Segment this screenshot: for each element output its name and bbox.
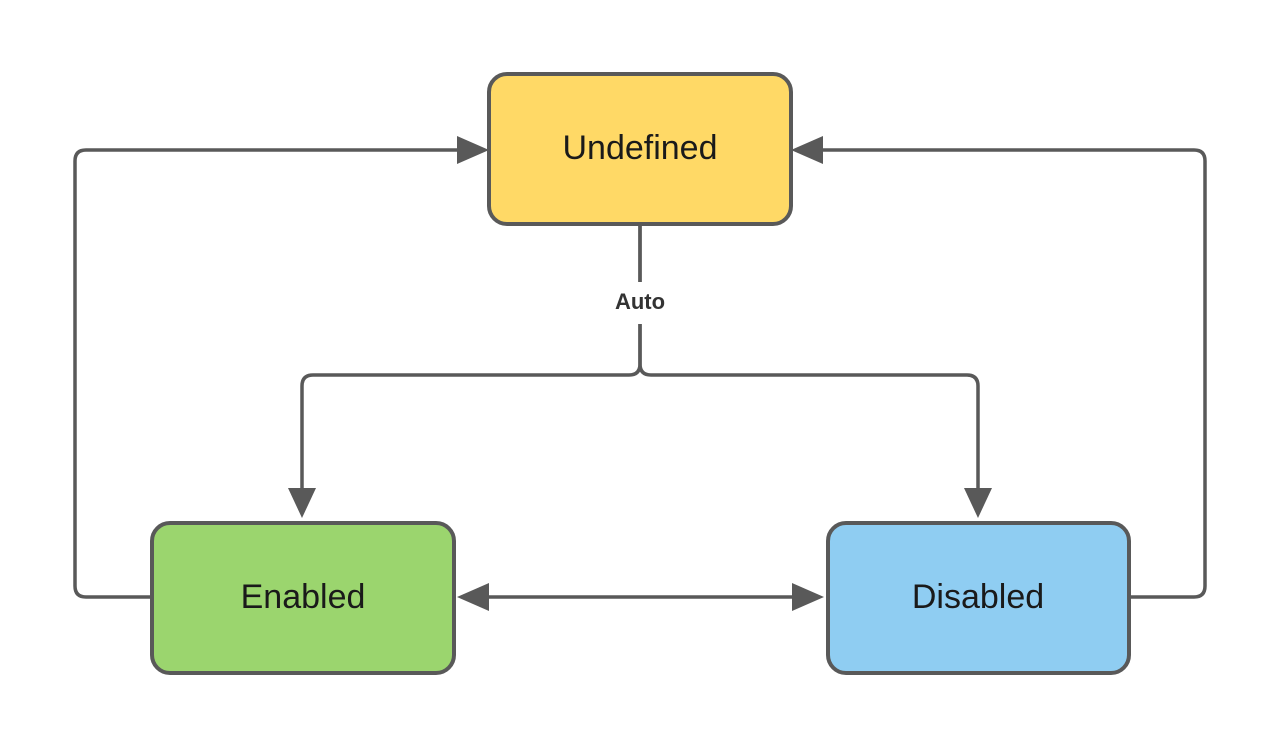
- edge-label-backdrop-auto: [592, 282, 688, 324]
- state-box-enabled[interactable]: [150, 521, 456, 675]
- edge-undefined-to-enabled: [300, 224, 642, 489]
- state-label-undefined: Undefined: [562, 129, 717, 167]
- state-node-enabled[interactable]: Enabled: [150, 521, 456, 675]
- arrowhead-into-enabled-right: [457, 583, 489, 611]
- arrowhead-into-enabled: [288, 488, 316, 518]
- state-node-disabled[interactable]: Disabled: [826, 521, 1131, 675]
- arrowhead-into-undefined-left: [457, 136, 489, 164]
- edge-enabled-to-undefined: [73, 148, 459, 599]
- edge-label-auto: Auto: [615, 289, 665, 314]
- state-box-disabled[interactable]: [826, 521, 1131, 675]
- state-box-undefined[interactable]: [487, 72, 793, 226]
- arrowhead-into-disabled-left: [792, 583, 824, 611]
- state-label-disabled: Disabled: [912, 578, 1044, 616]
- arrowhead-into-undefined-right: [791, 136, 823, 164]
- arrowhead-into-disabled: [964, 488, 992, 518]
- edge-undefined-to-disabled: [638, 224, 980, 489]
- edge-disabled-to-undefined: [821, 148, 1207, 599]
- state-node-undefined[interactable]: Undefined: [487, 72, 793, 226]
- state-label-enabled: Enabled: [241, 578, 366, 616]
